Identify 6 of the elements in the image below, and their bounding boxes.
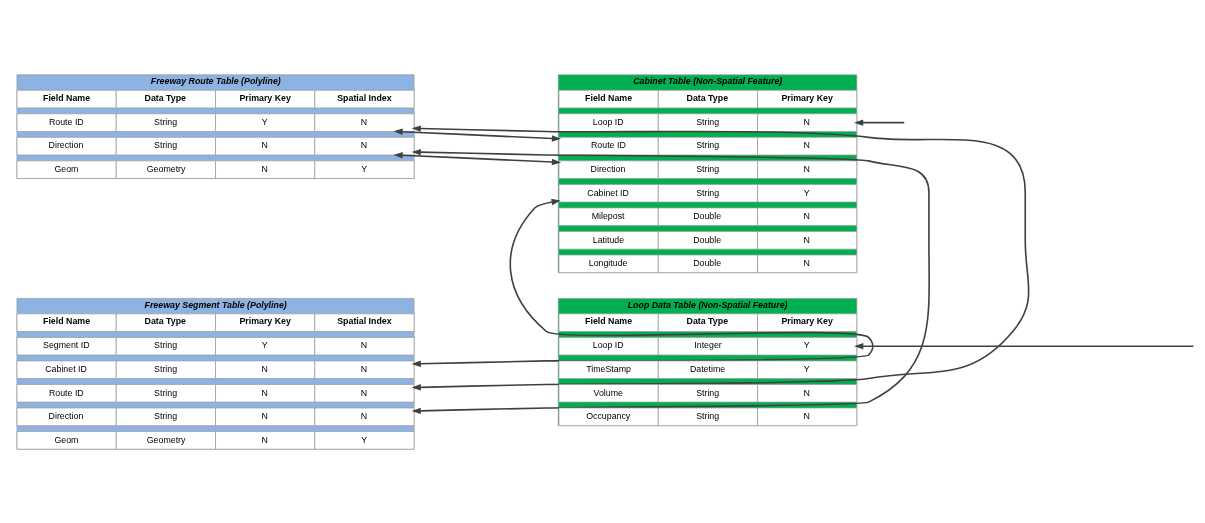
arrow — [854, 118, 906, 126]
arrow — [854, 342, 1195, 349]
arrow — [411, 148, 930, 414]
arrow — [393, 151, 562, 165]
arrow — [393, 128, 562, 142]
arrow — [411, 124, 1030, 391]
